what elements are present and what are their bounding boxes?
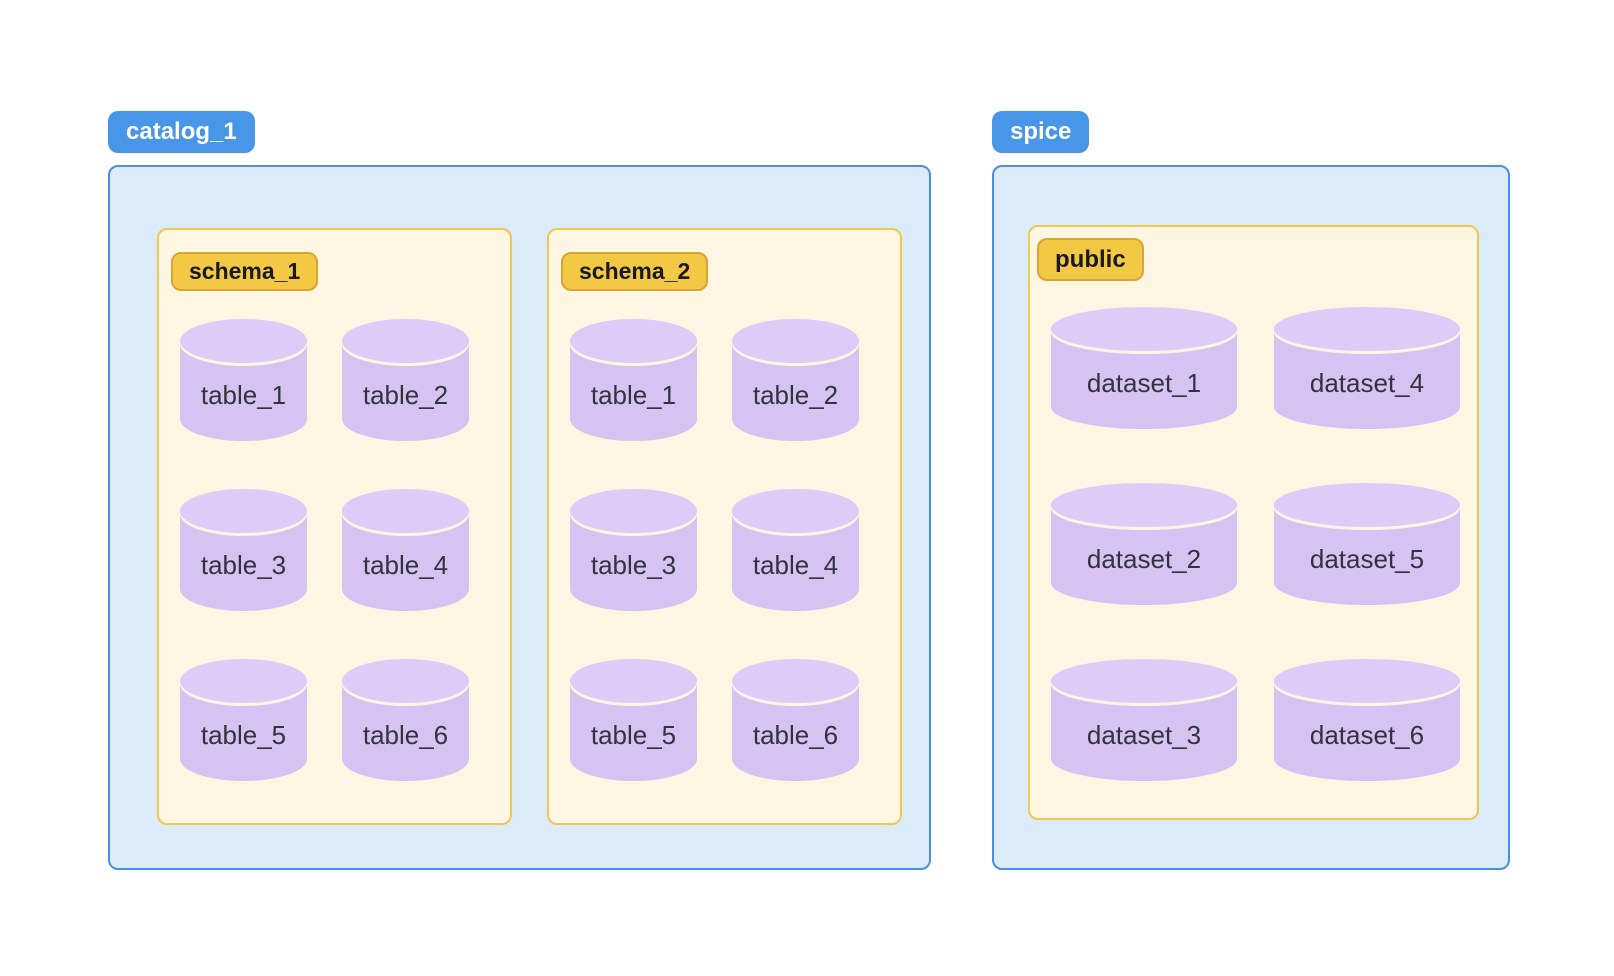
cylinder-lid [180,489,307,533]
table-cylinder-icon: table_2 [732,319,859,441]
cylinder-lid [570,319,697,363]
table-label: table_2 [752,379,839,410]
cylinder-lid [1274,307,1460,351]
table-cylinder-icon: table_3 [570,489,697,611]
dataset-cylinder-icon: dataset_6 [1274,659,1460,781]
cylinder-lid [570,659,697,703]
schema-1-table-grid: table_1 table_2 table_3 table_4 table_5 table… [180,319,469,781]
table-label: table_4 [752,549,839,580]
table-cylinder-icon: table_6 [732,659,859,781]
dataset-label: dataset_2 [1086,543,1202,574]
table-cylinder-icon: table_2 [342,319,469,441]
dataset-label: dataset_1 [1086,367,1202,398]
table-label: table_5 [590,719,677,750]
cylinder-lid [180,659,307,703]
cylinder-lid [570,489,697,533]
dataset-cylinder-icon: dataset_4 [1274,307,1460,429]
table-cylinder-icon: table_6 [342,659,469,781]
table-cylinder-icon: table_4 [732,489,859,611]
dataset-cylinder-icon: dataset_3 [1051,659,1237,781]
dataset-cylinder-icon: dataset_5 [1274,483,1460,605]
cylinder-lid [732,659,859,703]
dataset-label: dataset_3 [1086,719,1202,750]
dataset-label: dataset_4 [1309,367,1425,398]
catalog-badge: catalog_1 [108,111,255,153]
cylinder-lid [180,319,307,363]
cylinder-lid [342,489,469,533]
cylinder-lid [1274,659,1460,703]
spice-badge: spice [992,111,1090,153]
table-cylinder-icon: table_5 [180,659,307,781]
cylinder-lid [342,659,469,703]
schema-2-table-grid: table_1 table_2 table_3 table_4 table_5 table… [570,319,859,781]
cylinder-lid [1051,307,1237,351]
table-label: table_2 [362,379,449,410]
cylinder-lid [1051,659,1237,703]
cylinder-lid [732,489,859,533]
public-badge: public [1037,238,1144,281]
table-label: table_1 [200,379,287,410]
table-label: table_5 [200,719,287,750]
cylinder-lid [1051,483,1237,527]
table-cylinder-icon: table_1 [180,319,307,441]
schema-2-badge: schema_2 [561,252,709,291]
table-cylinder-icon: table_3 [180,489,307,611]
cylinder-lid [342,319,469,363]
dataset-label: dataset_5 [1309,543,1425,574]
dataset-label: dataset_6 [1309,719,1425,750]
dataset-cylinder-icon: dataset_2 [1051,483,1237,605]
cylinder-lid [1274,483,1460,527]
table-cylinder-icon: table_5 [570,659,697,781]
table-cylinder-icon: table_4 [342,489,469,611]
table-label: table_4 [362,549,449,580]
dataset-cylinder-icon: dataset_1 [1051,307,1237,429]
table-cylinder-icon: table_1 [570,319,697,441]
table-label: table_3 [200,549,287,580]
table-label: table_6 [362,719,449,750]
cylinder-lid [732,319,859,363]
table-label: table_6 [752,719,839,750]
schema-1-badge: schema_1 [171,252,319,291]
table-label: table_3 [590,549,677,580]
table-label: table_1 [590,379,677,410]
